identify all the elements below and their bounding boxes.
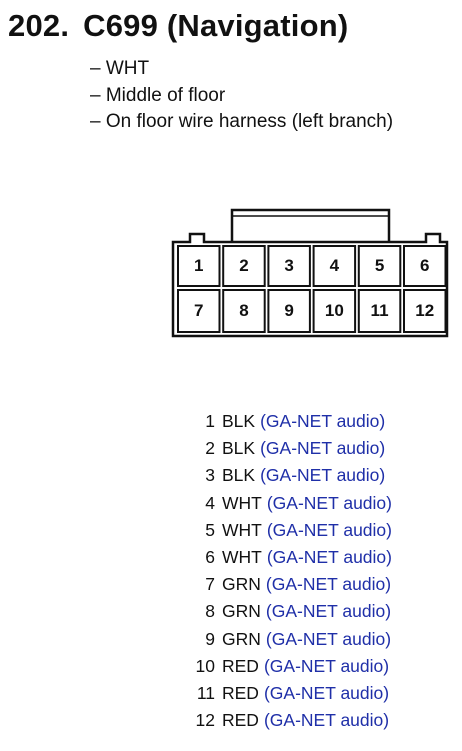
wire-color: RED [222,710,259,731]
pin-cell [403,289,447,333]
signal-name: (GA-NET audio) [260,438,386,459]
pin-cell [357,289,402,333]
pin-row-desc: GRN(GA-NET audio) [222,598,391,625]
signal-name: (GA-NET audio) [265,601,392,622]
signal-name: (GA-NET audio) [260,465,386,486]
pin-number: 8 [239,301,249,320]
connector-diagram [171,208,449,338]
pin-row: 9 GRN(GA-NET audio) [0,626,462,653]
pin-row-number: 8 [205,601,215,622]
connector-latch [230,208,391,242]
pin-row-number: 10 [195,655,215,676]
pin-cell [312,245,357,287]
pin-row-desc: WHT(GA-NET audio) [222,517,392,544]
pin-row-number: 6 [205,546,215,567]
pin-number: 11 [370,301,389,320]
pin-number: 9 [284,301,294,320]
pin-row-desc: WHT(GA-NET audio) [222,490,392,517]
signal-name: (GA-NET audio) [266,492,392,513]
pin-cell [222,289,266,333]
pin-row-desc: BLK(GA-NET audio) [222,408,385,435]
pin-row-desc: RED(GA-NET audio) [222,707,389,734]
pin-row-desc: GRN(GA-NET audio) [222,626,391,653]
wire-color: WHT [222,519,262,540]
signal-name: (GA-NET audio) [266,546,392,567]
pin-row: 7 GRN(GA-NET audio) [0,571,462,598]
wire-color: GRN [222,628,261,649]
note-color: – WHT [90,58,150,79]
pin-row-number: 12 [195,710,215,731]
pin-number: 10 [324,301,344,320]
wire-color: BLK [222,465,256,486]
connector-notes: – WHT – Middle of floor – On floor wire … [90,56,393,136]
wire-color: WHT [222,492,262,513]
pin-number: 3 [284,256,294,275]
wire-color: WHT [222,546,262,567]
pin-row: 3 BLK(GA-NET audio) [0,462,462,489]
wire-color: BLK [222,438,256,459]
signal-name: (GA-NET audio) [263,682,390,703]
pin-row-number: 1 [205,411,215,431]
pin-row: 5 WHT(GA-NET audio) [0,517,462,544]
signal-name: (GA-NET audio) [266,519,392,540]
pin-row: 11 RED(GA-NET audio) [0,680,462,707]
pin-row: 2 BLK(GA-NET audio) [0,435,462,462]
note-location: – Middle of floor [90,84,226,106]
signal-name: (GA-NET audio) [265,574,392,595]
pin-row: 6 WHT(GA-NET audio) [0,544,462,571]
pin-row-desc: GRN(GA-NET audio) [222,571,391,598]
connector-outline [171,232,449,338]
pin-row-number: 5 [205,519,215,540]
pin-row: 12 RED(GA-NET audio) [0,707,462,734]
page-title: 202. C699 (Navigation) [8,8,348,44]
pin-row-number: 7 [205,574,215,595]
pin-cell [177,289,221,333]
pin-cell [312,289,357,333]
pin-cell [267,245,311,287]
pin-cell [357,245,402,287]
wire-color: GRN [222,574,261,595]
connector-title: C699 (Navigation) [83,8,349,43]
signal-name: (GA-NET audio) [263,655,390,676]
pin-number: 6 [420,256,430,275]
pin-number: 2 [239,256,249,275]
wire-color: RED [222,682,259,703]
pin-row-desc: RED(GA-NET audio) [222,680,389,707]
signal-name: (GA-NET audio) [265,628,392,649]
pin-cell [177,245,221,287]
pin-row-desc: BLK(GA-NET audio) [222,462,385,489]
section-number: 202. [8,8,70,43]
signal-name: (GA-NET audio) [260,411,386,431]
pin-row-number: 4 [205,492,215,513]
wire-color: RED [222,655,259,676]
pin-row: 8 GRN(GA-NET audio) [0,598,462,625]
pin-cell [403,245,447,287]
wire-color: GRN [222,601,261,622]
pin-row-desc: WHT(GA-NET audio) [222,544,392,571]
pin-row: 10 RED(GA-NET audio) [0,653,462,680]
note-harness: – On floor wire harness (left branch) [90,111,394,132]
pin-row-number: 3 [205,465,215,486]
pin-row-number: 11 [196,682,215,703]
pin-number: 5 [374,256,385,275]
pin-cell [267,289,311,333]
wire-color: BLK [222,411,256,431]
pin-cells [177,245,447,333]
pin-cell [222,245,266,287]
pin-row-desc: RED(GA-NET audio) [222,653,389,680]
pin-row-desc: BLK(GA-NET audio) [222,435,385,462]
pin-row: 4 WHT(GA-NET audio) [0,490,462,517]
pin-row: 1 BLK(GA-NET audio) [0,408,462,435]
signal-name: (GA-NET audio) [263,710,390,731]
pin-row-number: 9 [205,628,215,649]
pin-number: 7 [194,301,204,320]
pin-row-number: 2 [205,438,215,459]
pin-number: 12 [415,301,435,320]
pin-number: 1 [194,256,204,275]
pin-number: 4 [329,256,340,275]
